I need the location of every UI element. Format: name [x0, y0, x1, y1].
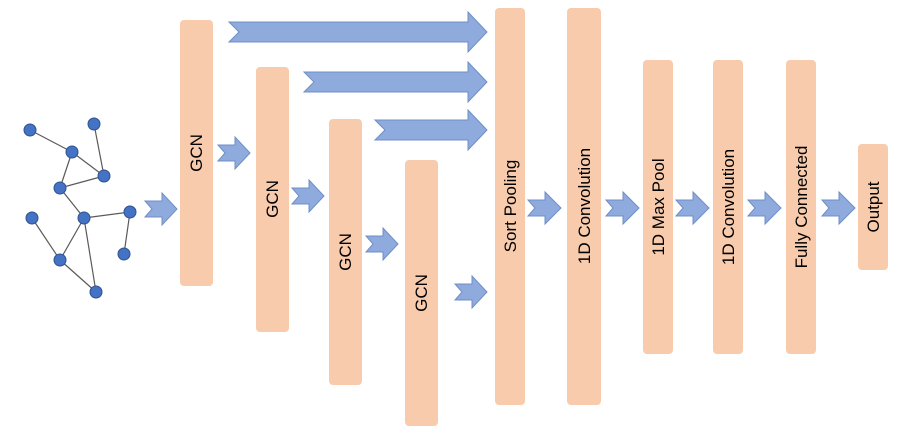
skip-arrow-gcn3-to-sort-pooling: [373, 108, 488, 152]
arrow-graph-to-gcn1: [143, 191, 178, 227]
sort-pooling-block: Sort Pooling: [495, 8, 525, 405]
gcn-block-1-shape: [180, 20, 213, 286]
graph-edge: [83, 217, 97, 293]
graph-node: [53, 181, 67, 195]
gcn-block-3: GCN: [329, 119, 362, 385]
gcn-block-2-label: GCN: [263, 180, 282, 218]
maxpool1d-block-shape: [643, 60, 673, 354]
skip-arrow-gcn2-to-sort-pooling: [302, 60, 488, 104]
graph-node: [117, 247, 131, 261]
gcn-block-3-shape: [329, 119, 362, 385]
fully-connected-block-shape: [786, 60, 816, 354]
arrow-fully-connected-to-output: [820, 190, 856, 226]
output-block-label: Output: [864, 181, 883, 232]
gcn-block-2: GCN: [256, 67, 289, 332]
fully-connected-block: Fully Connected: [786, 60, 816, 354]
skip-arrow-gcn1-to-sort-pooling: [227, 10, 488, 54]
graph-node: [23, 123, 37, 137]
graph-node: [89, 285, 103, 299]
gcn-block-1: GCN: [180, 20, 213, 286]
gcn-block-4: GCN: [405, 160, 438, 426]
conv1d-block-1-shape: [567, 8, 601, 405]
arrow-gcn3-to-gcn4: [364, 226, 399, 262]
graph-edge: [123, 211, 131, 255]
arrow-gcn2-to-gcn3: [290, 178, 325, 214]
arrow-maxpool-to-conv1d: [674, 190, 710, 226]
graph-node: [65, 145, 79, 159]
output-block: Output: [858, 144, 888, 270]
graph-node: [87, 117, 101, 131]
gcn-block-2-shape: [256, 67, 289, 332]
arrow-conv1d-to-maxpool: [604, 190, 640, 226]
arrow-conv1d-to-fully-connected: [746, 190, 782, 226]
gcn-block-1-label: GCN: [187, 134, 206, 172]
conv1d-block-2: 1D Convolution: [713, 60, 743, 354]
conv1d-block-2-shape: [713, 60, 743, 354]
gcn-block-4-label: GCN: [412, 274, 431, 312]
gcn-block-4-shape: [405, 160, 438, 426]
graph-edge: [59, 259, 97, 293]
arrow-sort-pooling-to-conv1d: [526, 190, 562, 226]
arrow-gcn4-to-sort-pooling: [453, 274, 488, 310]
graph-node: [53, 253, 67, 267]
graph-edge: [71, 151, 105, 177]
conv1d-block-1-label: 1D Convolution: [575, 148, 594, 264]
graph-node: [97, 169, 111, 183]
graph-edge: [59, 175, 105, 189]
conv1d-block-2-label: 1D Convolution: [719, 149, 738, 265]
graph-edge: [93, 123, 105, 177]
graph-edge: [31, 217, 61, 261]
conv1d-block-1: 1D Convolution: [567, 8, 601, 405]
input-graph: [23, 117, 137, 299]
fully-connected-block-label: Fully Connected: [792, 146, 811, 269]
output-block-shape: [858, 144, 888, 270]
gcn-block-3-label: GCN: [336, 233, 355, 271]
sort-pooling-block-shape: [495, 8, 525, 405]
graph-edge: [29, 129, 73, 153]
graph-edge: [83, 211, 131, 219]
graph-edge: [59, 217, 85, 261]
maxpool1d-block-label: 1D Max Pool: [649, 158, 668, 255]
graph-node: [77, 211, 91, 225]
sort-pooling-block-label: Sort Pooling: [501, 160, 520, 253]
arrow-gcn1-to-gcn2: [216, 135, 251, 171]
graph-node: [123, 205, 137, 219]
maxpool1d-block: 1D Max Pool: [643, 60, 673, 354]
graph-node: [25, 211, 39, 225]
